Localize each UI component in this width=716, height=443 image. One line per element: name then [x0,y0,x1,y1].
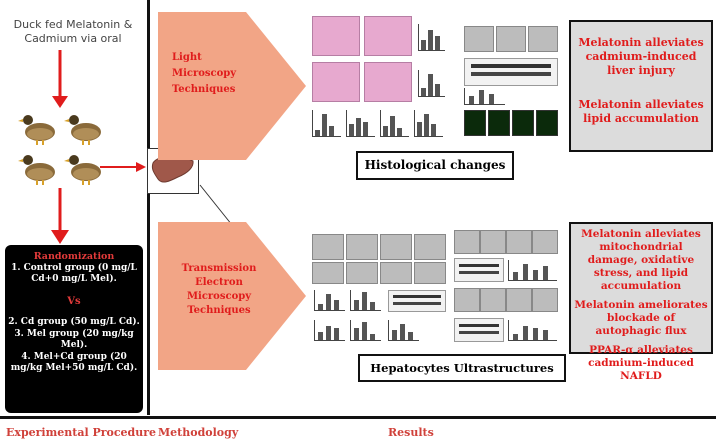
tem-thumb [312,234,344,260]
mini-bar-chart [380,110,409,137]
result-autophagic-flux: Melatonin ameliorates blockade of autoph… [574,299,708,337]
mini-bar-chart [346,110,375,137]
tem-thumb [454,288,480,312]
micrograph-thumb [364,16,412,56]
tem-thumb [480,288,506,312]
duck-caption: Duck fed Melatonin & Cadmium via oral [2,18,144,46]
tem-thumb [506,288,532,312]
fluorescence-thumb [536,110,558,136]
tem-thumb [532,230,558,254]
mini-bar-chart [312,110,341,137]
group-mel-cd: 4. Mel+Cd group (20 mg/kg Mel+50 mg/L Cd… [10,351,138,374]
result-ppar-alpha: PPAR-α alleviates cadmium-induced NAFLD [588,344,694,382]
group-mel: 3. Mel group (20 mg/kg Mel). [14,328,134,351]
duck-icon [64,115,101,145]
light-line3: Techniques [172,84,236,95]
western-blot [388,290,446,312]
tem-line1: Transmission [181,263,257,274]
tem-thumb [532,288,558,312]
mini-bar-chart [314,320,345,341]
tem-thumb [346,262,378,284]
duck-caption-line1: Duck fed Melatonin & [13,18,133,31]
tem-label: Transmission Electron Microscopy Techniq… [164,262,274,318]
tem-line2: Electron [195,277,243,288]
mini-bar-chart [350,290,381,311]
mini-bar-chart [414,110,443,137]
histology-figure [308,10,448,140]
result-box-histology: Melatonin alleviates cadmium-induced liv… [569,20,713,152]
tem-line4: Techniques [187,305,251,316]
fluorescence-thumb [488,110,510,136]
group-cd: 2. Cd group (50 mg/L Cd). [8,317,140,327]
footer-methodology: Methodology [158,426,239,439]
mini-bar-chart [418,24,445,51]
mini-bar-chart [418,70,445,97]
fluorescence-thumb [512,110,534,136]
micrograph-thumb [528,26,558,52]
duck-icon [18,155,55,185]
duck-icon [64,155,101,185]
footer-experimental: Experimental Procedure [6,426,157,439]
tem-thumb [380,262,412,284]
micrograph-thumb [312,62,360,102]
randomization-box: Randomization 1. Control group (0 mg/L C… [5,245,143,413]
mini-bar-chart [314,290,345,311]
light-line2: Microscopy [172,68,237,79]
ultrastructures-caption: Hepatocytes Ultrastructures [358,354,566,382]
footer-results: Results [388,426,434,439]
mini-bar-chart [508,260,557,281]
tem-thumb [454,230,480,254]
light-microscopy-label: Light Microscopy Techniques [172,50,272,98]
result-mitochondrial: Melatonin alleviates mitochondrial damag… [581,228,701,292]
mini-bar-chart [464,88,505,105]
western-blot [464,58,558,86]
vs-label: Vs [67,295,81,307]
histology-figure-2 [460,10,560,142]
group-control: 1. Control group (0 mg/L Cd+0 mg/L Mel). [11,262,137,285]
tem-thumb [414,234,446,260]
ultrastructure-figure-2 [450,226,562,348]
tem-thumb [346,234,378,260]
mini-bar-chart [350,320,381,341]
mini-bar-chart [388,320,419,341]
fluorescence-thumb [464,110,486,136]
tem-line3: Microscopy [186,291,252,302]
footer-divider [0,416,716,419]
western-blot [454,258,504,282]
light-line1: Light [172,52,202,63]
micrograph-thumb [496,26,526,52]
tem-thumb [506,230,532,254]
tem-thumb [380,234,412,260]
column-divider [147,0,150,415]
light-microscopy-arrow [158,12,306,160]
ultrastructure-figure [308,228,450,346]
tem-thumb [312,262,344,284]
western-blot [454,318,504,342]
randomization-title: Randomization [33,251,115,262]
ducks-illustration [18,115,101,185]
micrograph-thumb [312,16,360,56]
micrograph-thumb [464,26,494,52]
result-box-ultrastructure: Melatonin alleviates mitochondrial damag… [569,222,713,382]
duck-icon [18,115,55,145]
histological-caption: Histological changes [356,151,514,180]
result-liver-injury: Melatonin alleviates cadmium-induced liv… [578,36,704,77]
micrograph-thumb [364,62,412,102]
mini-bar-chart [508,320,557,341]
tem-arrow [158,222,306,370]
duck-caption-line2: Cadmium via oral [24,32,122,45]
tem-thumb [480,230,506,254]
tem-thumb [414,262,446,284]
result-lipid-accumulation: Melatonin alleviates lipid accumulation [578,98,704,125]
